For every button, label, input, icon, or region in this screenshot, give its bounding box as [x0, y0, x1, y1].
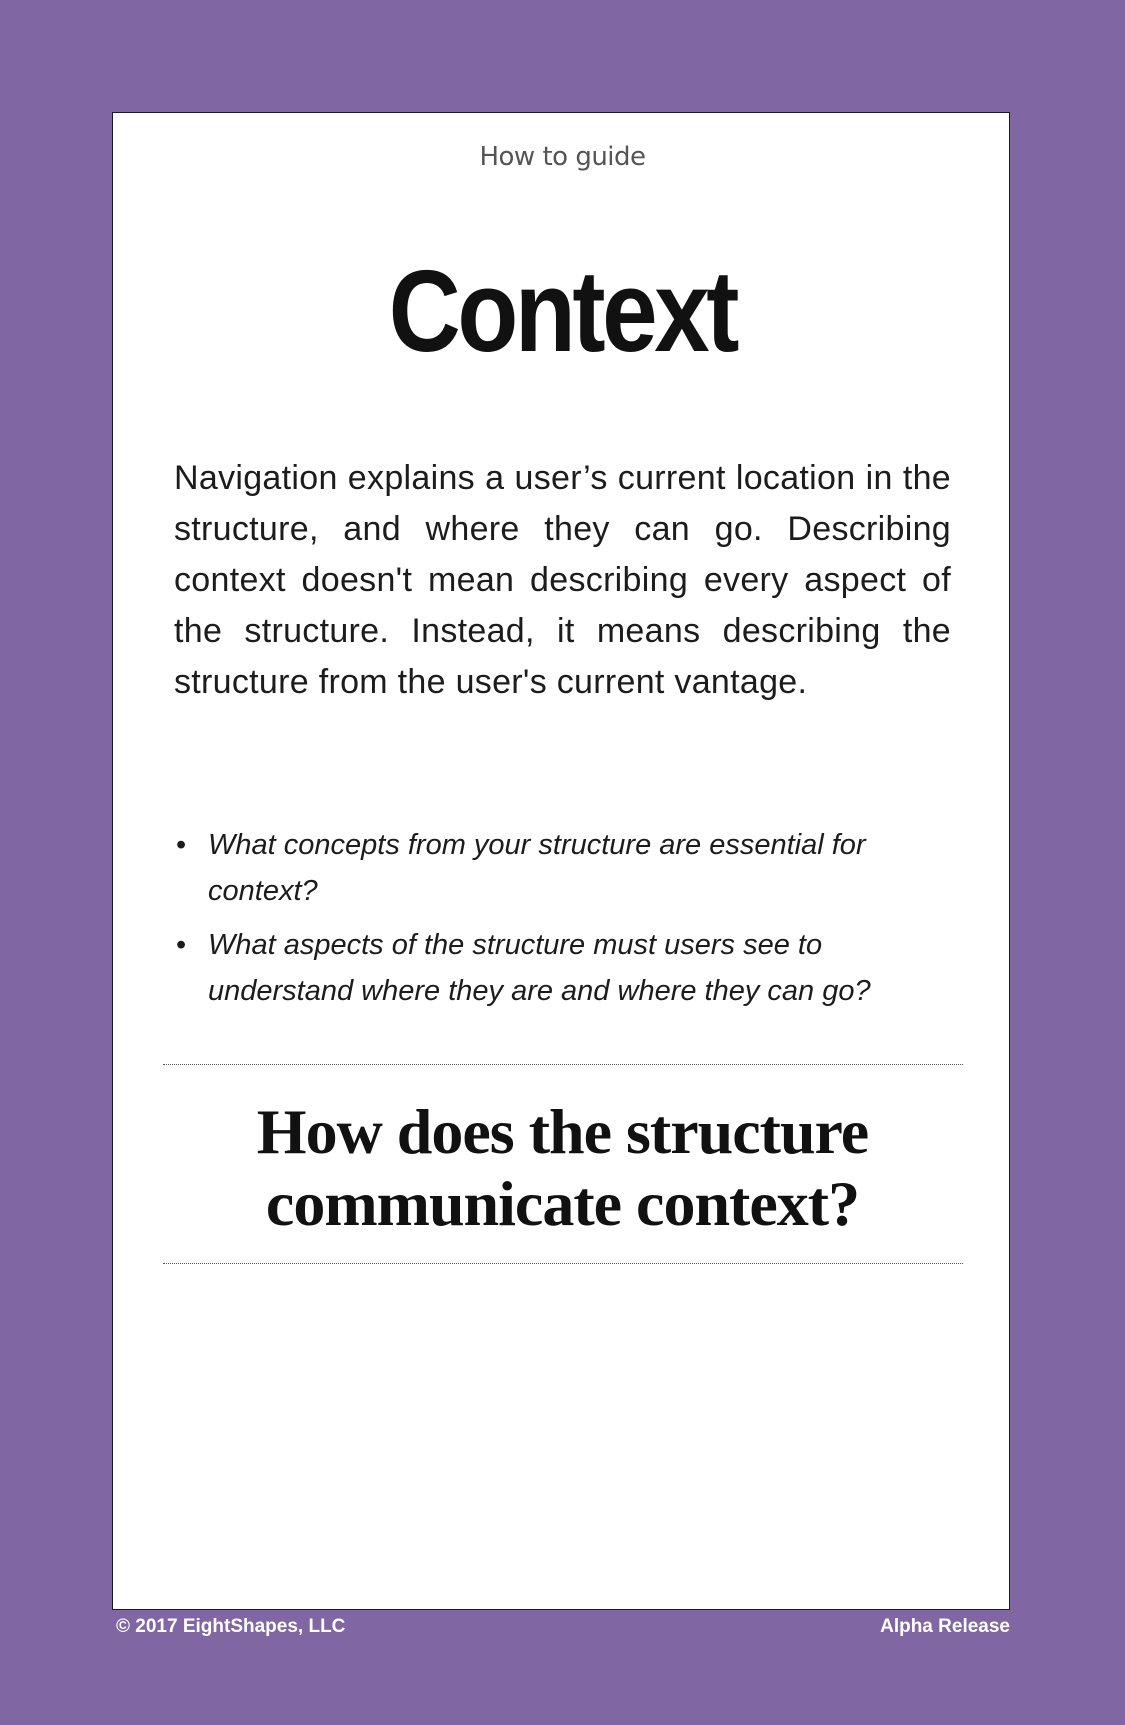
bullet-icon: • [176, 829, 187, 861]
list-item: • What concepts from your structure are … [174, 822, 954, 914]
divider-top [163, 1064, 963, 1065]
question-list: • What concepts from your structure are … [174, 822, 954, 1022]
divider-bottom [163, 1263, 963, 1264]
prompt-heading: How does the structure communicate conte… [256, 1096, 869, 1239]
list-item: • What aspects of the structure must use… [174, 922, 954, 1014]
question-text: What aspects of the structure must users… [208, 929, 871, 1007]
guide-kicker: How to guide [479, 142, 646, 172]
guide-card [112, 112, 1010, 1610]
release-label: Alpha Release [880, 1616, 1010, 1637]
bullet-icon: • [176, 929, 187, 961]
body-paragraph: Navigation explains a user’s current loc… [174, 459, 951, 701]
copyright-text: © 2017 EightShapes, LLC [116, 1616, 346, 1637]
question-text: What concepts from your structure are es… [208, 829, 866, 907]
page-title: Context [388, 246, 740, 376]
